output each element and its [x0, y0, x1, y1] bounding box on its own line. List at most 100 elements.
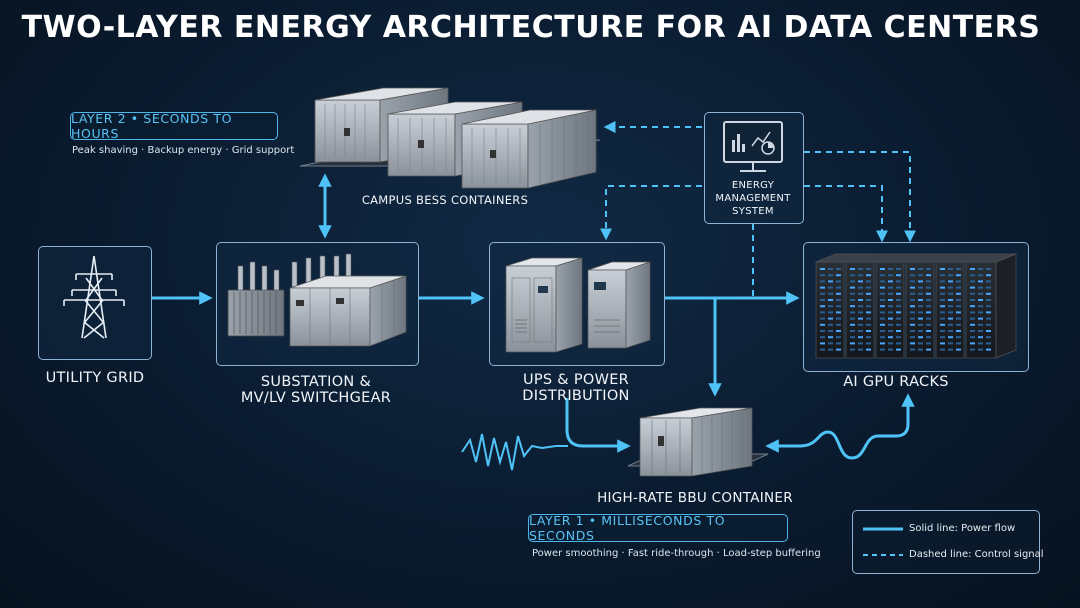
rack-led — [948, 280, 953, 283]
substation-label-1: SUBSTATION & — [260, 374, 372, 390]
rack-led — [970, 336, 975, 339]
rack-led — [850, 305, 855, 308]
rack-led — [956, 286, 961, 289]
rack-led — [986, 268, 991, 270]
rack-led — [970, 323, 975, 326]
rack-led — [836, 274, 841, 277]
rack-led — [986, 323, 991, 326]
rack-led — [910, 323, 915, 326]
rack-led — [888, 305, 893, 308]
rack-led — [858, 323, 863, 326]
rack-led — [910, 268, 915, 270]
rack-led — [880, 311, 885, 314]
control-ems-to-ups — [600, 185, 702, 241]
rack-led — [970, 330, 975, 332]
rack-led — [956, 305, 961, 308]
ups-label-1: UPS & POWER — [522, 372, 630, 388]
rack-led — [850, 274, 855, 277]
rack-led — [978, 268, 983, 270]
power-flow-ups-to-bbu-left — [565, 398, 631, 453]
rack-led — [948, 292, 953, 295]
rack-led — [858, 342, 863, 345]
rack-led — [978, 274, 983, 277]
rack-led — [858, 274, 863, 277]
rack-led — [836, 292, 841, 295]
rack-led — [896, 299, 901, 301]
rack-led — [948, 317, 953, 320]
rack-led — [910, 299, 915, 301]
rack-led — [880, 305, 885, 308]
rack-led — [820, 342, 825, 345]
rack-led — [866, 280, 871, 283]
rack-led — [888, 274, 893, 277]
rack-led — [880, 317, 885, 320]
rack-led — [918, 299, 923, 301]
rack-led — [896, 274, 901, 277]
rack-led — [858, 305, 863, 308]
rack-led — [948, 348, 953, 351]
rack-led — [850, 311, 855, 314]
rack-led — [910, 342, 915, 345]
rack-led — [820, 330, 825, 332]
rack-led — [926, 336, 931, 339]
rack-led — [910, 317, 915, 320]
rack-led — [866, 330, 871, 332]
rack-led — [896, 348, 901, 351]
rack-led — [910, 311, 915, 314]
legend-row-solid: Solid line: Power flow — [853, 521, 1039, 537]
ems-monitor-illustration — [723, 121, 783, 172]
ems-label-2: MANAGEMENT — [715, 193, 791, 204]
rack-led — [888, 280, 893, 283]
rack-led — [978, 317, 983, 320]
rack-led — [948, 323, 953, 326]
rack-led — [820, 336, 825, 339]
rack-led — [880, 274, 885, 277]
rack-led — [910, 286, 915, 289]
rack-led — [940, 280, 945, 283]
rack-led — [986, 305, 991, 308]
rack-led — [858, 292, 863, 295]
rack-led — [910, 330, 915, 332]
rack-led — [956, 317, 961, 320]
rack-led — [940, 311, 945, 314]
rack-led — [948, 305, 953, 308]
rack-led — [956, 292, 961, 295]
rack-led — [910, 280, 915, 283]
rack-led — [986, 330, 991, 332]
rack-led — [866, 311, 871, 314]
rack-led — [970, 299, 975, 301]
rack-led — [850, 280, 855, 283]
rack-led — [956, 280, 961, 283]
rack-led — [956, 274, 961, 277]
rack-led — [978, 323, 983, 326]
rack-led — [956, 299, 961, 301]
rack-led — [858, 317, 863, 320]
rack-led — [918, 342, 923, 345]
rack-led — [986, 342, 991, 345]
rack-led — [970, 274, 975, 277]
rack-led — [836, 336, 841, 339]
rack-led — [978, 342, 983, 345]
rack-led — [828, 280, 833, 283]
rack-led — [956, 348, 961, 351]
rack-led — [858, 348, 863, 351]
rack-led — [956, 311, 961, 314]
rack-led — [970, 286, 975, 289]
rack-led — [978, 299, 983, 301]
rack-led — [866, 336, 871, 339]
rack-led — [956, 342, 961, 345]
rack-led — [866, 292, 871, 295]
rack-led — [986, 292, 991, 295]
rack-led — [970, 268, 975, 270]
rack-led — [866, 286, 871, 289]
rack-led — [978, 280, 983, 283]
rack-led — [926, 323, 931, 326]
rack-led — [850, 348, 855, 351]
ems-label-1: ENERGY — [731, 180, 775, 191]
rack-led — [918, 280, 923, 283]
rack-led — [820, 280, 825, 283]
rack-led — [896, 311, 901, 314]
rack-led — [940, 274, 945, 277]
rack-led — [836, 348, 841, 351]
